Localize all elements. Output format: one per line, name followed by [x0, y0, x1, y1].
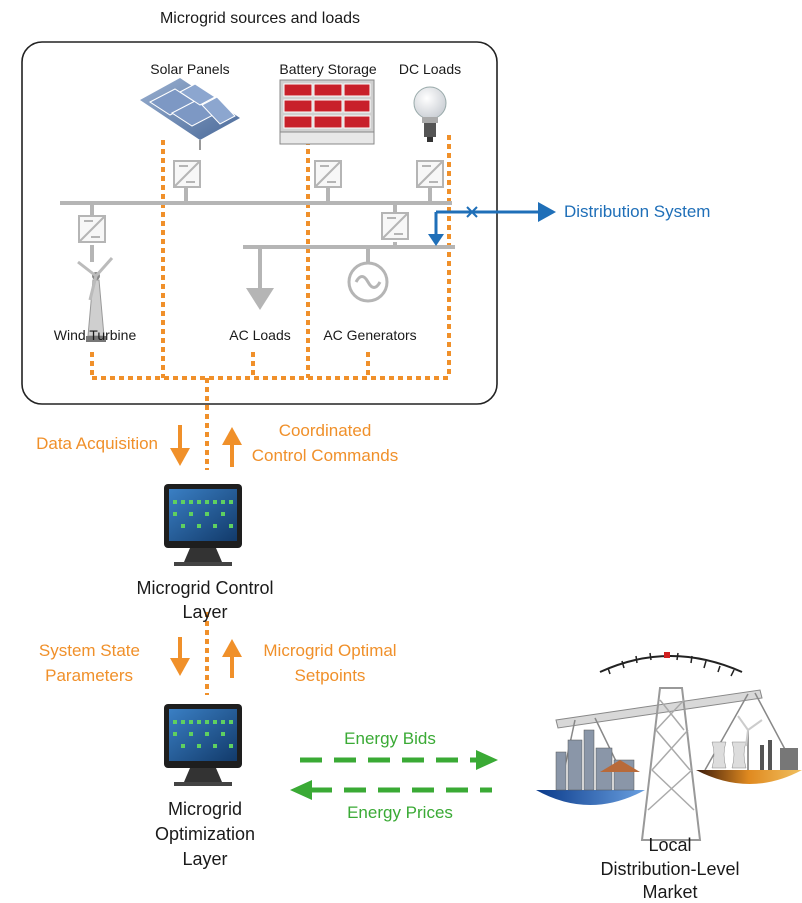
market-arrows	[300, 757, 492, 793]
arrow-up-icon	[222, 427, 242, 445]
converter-icon	[314, 160, 342, 188]
bus-bars	[60, 188, 455, 290]
layer-arrows	[170, 425, 242, 678]
green-arrow-left-icon	[290, 780, 312, 800]
arrow-up-icon	[222, 639, 242, 657]
wind-turbine-icon	[77, 257, 114, 342]
setpoints-label-2: Setpoints	[294, 666, 366, 685]
distribution-system-label: Distribution System	[564, 202, 711, 221]
wind-turbine-label: Wind Turbine	[53, 327, 137, 343]
optimization-layer-label-1: Microgrid	[167, 799, 242, 819]
converter-icon	[381, 212, 409, 240]
market-label-2: Distribution-Level	[600, 859, 740, 879]
light-bulb-icon	[413, 86, 447, 142]
coordinated-label-2: Control Commands	[251, 446, 399, 465]
solar-panel-icon	[140, 78, 240, 150]
optimization-layer-label-2: Optimization	[154, 824, 256, 844]
control-layer-label-2: Layer	[182, 602, 228, 622]
market-label-1: Local	[648, 835, 692, 855]
solar-panels-label: Solar Panels	[150, 61, 230, 77]
converters	[78, 160, 444, 243]
ac-generator-icon	[347, 261, 389, 303]
battery-storage-icon	[279, 79, 375, 145]
optimization-monitor-icon	[164, 704, 242, 786]
distribution-link	[434, 210, 540, 236]
dc-loads-label: DC Loads	[398, 61, 462, 77]
arrow-down-icon	[170, 448, 190, 466]
control-layer-label-1: Microgrid Control	[136, 578, 274, 598]
blue-arrow-down-icon	[428, 234, 444, 246]
microgrid-boundary	[21, 41, 498, 405]
ac-load-arrow-icon	[246, 288, 274, 310]
system-state-label-2: Parameters	[45, 666, 133, 685]
system-state-label-1: System State	[38, 641, 140, 660]
control-monitor-icon	[164, 484, 242, 566]
optimization-layer-label-3: Layer	[182, 849, 228, 869]
battery-storage-label: Battery Storage	[279, 61, 377, 77]
ac-loads-label: AC Loads	[229, 327, 291, 343]
ac-generators-label: AC Generators	[323, 327, 417, 343]
market-label-3: Market	[642, 882, 698, 902]
control-wiring	[90, 135, 451, 695]
converter-icon	[78, 215, 106, 243]
blue-arrow-right-icon	[538, 202, 556, 222]
diagram-title: Microgrid sources and loads	[159, 10, 361, 27]
data-acquisition-label: Data Acquisition	[36, 434, 158, 453]
arrow-down-icon	[170, 658, 190, 676]
setpoints-label-1: Microgrid Optimal	[263, 641, 397, 660]
energy-bids-label: Energy Bids	[344, 729, 436, 748]
coordinated-label-1: Coordinated	[278, 421, 372, 440]
converter-icon	[416, 160, 444, 188]
green-arrow-right-icon	[476, 750, 498, 770]
converter-icon	[173, 160, 201, 188]
energy-prices-label: Energy Prices	[347, 803, 453, 822]
market-scale-icon	[536, 652, 802, 841]
switch-x-icon	[466, 206, 478, 218]
